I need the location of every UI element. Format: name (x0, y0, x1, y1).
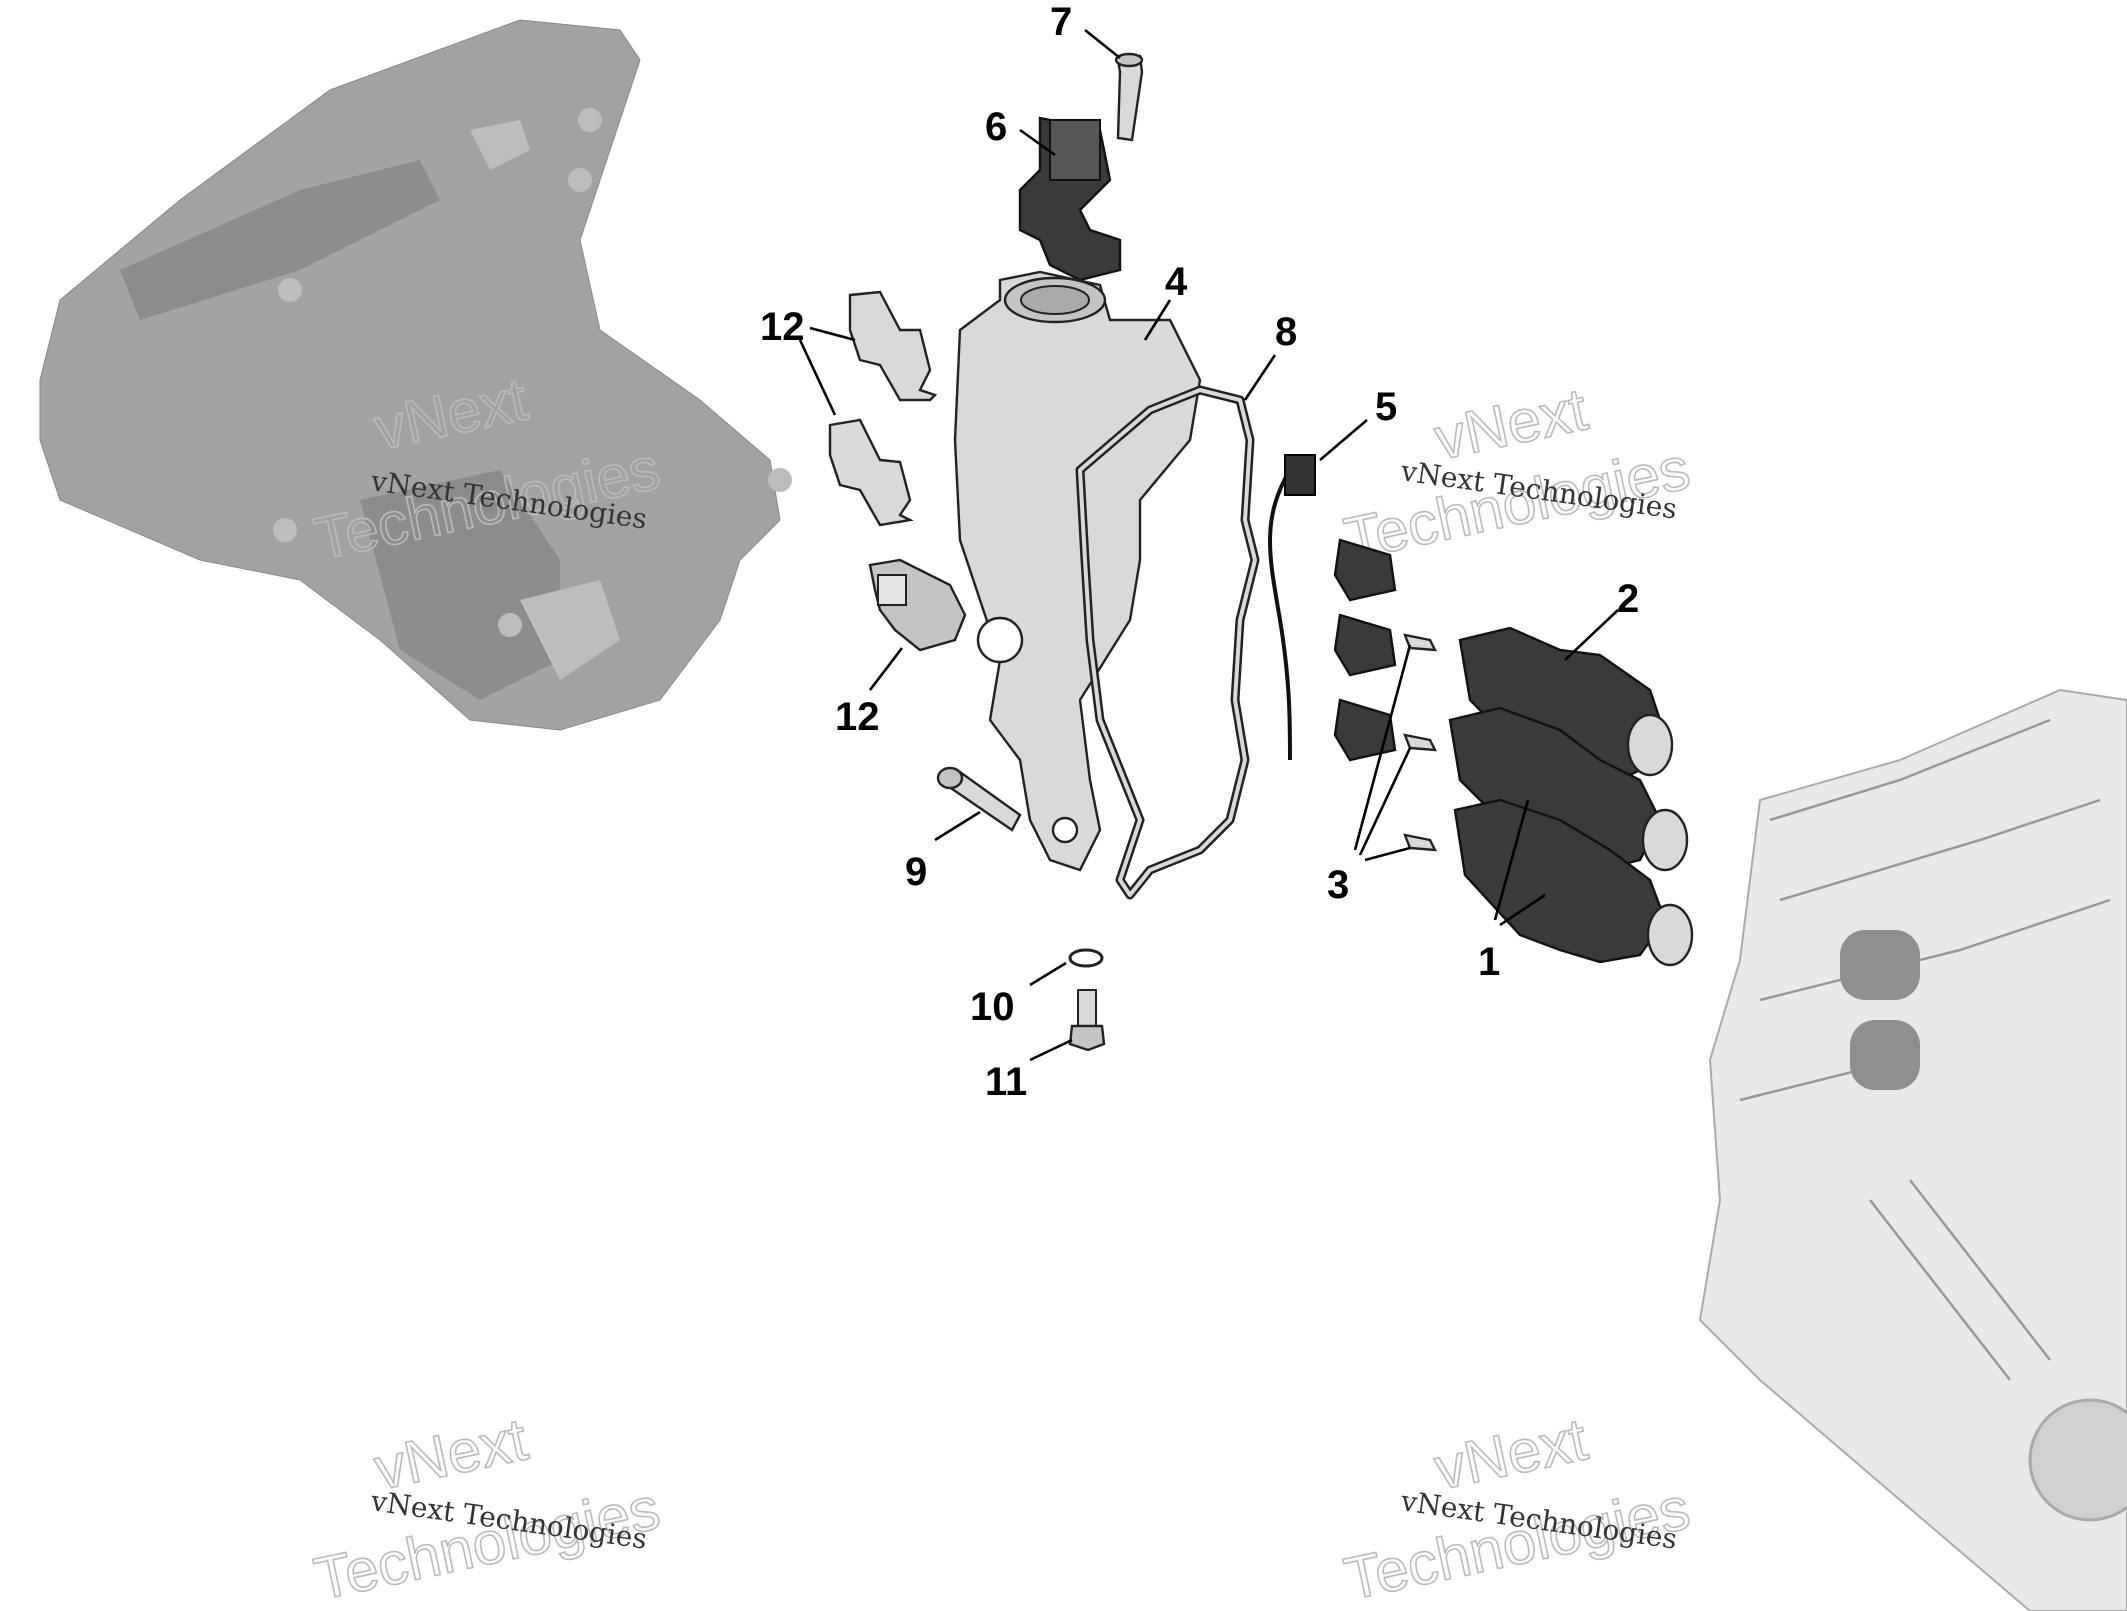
leader-lines (798, 28, 1619, 1062)
part-12-sensor-upper (848, 290, 938, 402)
part-6-sensor (1018, 116, 1122, 282)
part-4-valve-body (953, 270, 1202, 872)
callout-2: 2 (1617, 577, 1639, 621)
callout-7: 7 (1050, 0, 1072, 44)
callout-12-upper: 12 (760, 305, 805, 349)
callout-4: 4 (1165, 260, 1188, 304)
part-3-screws (1403, 633, 1438, 852)
part-8-gasket (1075, 385, 1260, 900)
part-1-solenoid-lower (1453, 798, 1694, 967)
callout-9: 9 (905, 850, 927, 894)
part-7-bolt (1114, 52, 1144, 142)
callout-11: 11 (985, 1060, 1027, 1104)
callout-1: 1 (1478, 940, 1500, 984)
watermark-bottom-left: vNext Technologies vNext Technologies (308, 1404, 666, 1611)
callout-5: 5 (1375, 385, 1397, 429)
ghost-engine-block (1698, 688, 2127, 1611)
ghost-housing-part (39, 19, 792, 731)
callout-12-lower: 12 (835, 695, 880, 739)
part-10-washer (1068, 948, 1104, 968)
part-9-bolt (936, 766, 1022, 832)
part-12-sensor-lower (868, 558, 967, 652)
callout-3: 3 (1327, 863, 1349, 907)
svg-text:vNext: vNext (1429, 1405, 1593, 1502)
watermark-bottom-right: vNext Technologies vNext Technologies (1338, 1404, 1696, 1611)
callouts: 7 6 4 8 5 2 12 12 9 10 11 3 1 (760, 0, 1639, 1104)
part-12-sensor-middle (828, 418, 914, 527)
callout-8: 8 (1275, 310, 1297, 354)
part-5-wire-harness (1268, 454, 1397, 762)
callout-10: 10 (970, 985, 1015, 1029)
part-11-drain-plug (1068, 989, 1106, 1052)
callout-6: 6 (985, 105, 1007, 149)
